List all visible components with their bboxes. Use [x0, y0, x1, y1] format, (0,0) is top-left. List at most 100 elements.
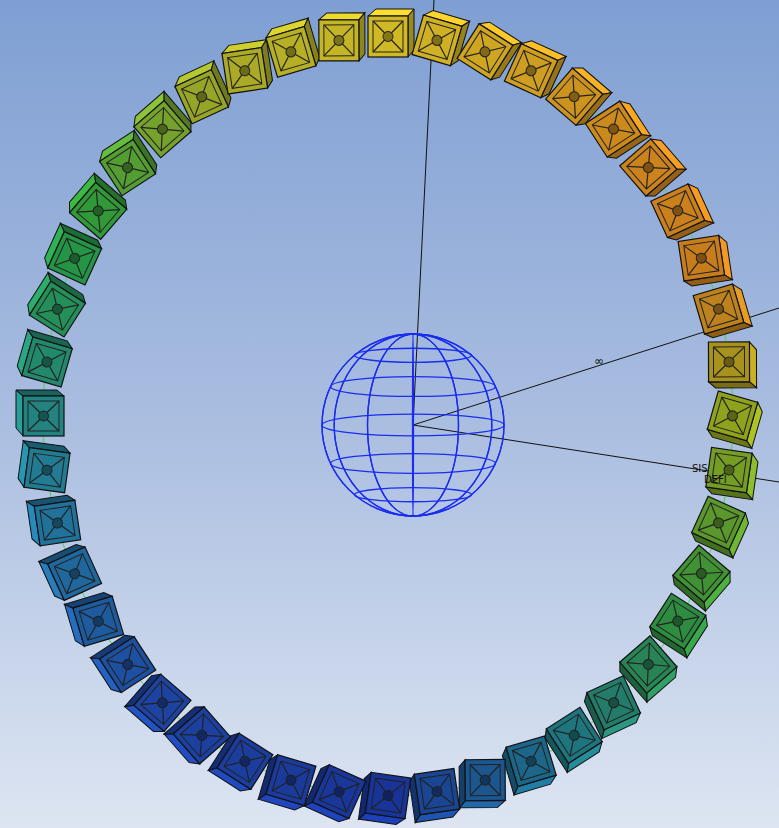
cube-panel — [319, 771, 359, 812]
cube-hub — [41, 465, 52, 476]
cube-panel — [36, 288, 78, 330]
cube-panel — [77, 189, 120, 232]
cube-face — [620, 139, 677, 196]
cube-face — [266, 27, 316, 78]
sphere-meridian — [334, 334, 492, 516]
cube-face — [465, 759, 505, 800]
sphere-meridian — [334, 334, 492, 516]
cube-cross — [79, 602, 117, 640]
cube — [500, 736, 558, 795]
sphere-meridian — [368, 334, 459, 516]
cube-face — [693, 284, 744, 334]
cube-face — [673, 545, 730, 602]
cube-cross — [54, 238, 95, 278]
wireframe-sphere — [322, 334, 504, 516]
cube-panel — [371, 778, 405, 813]
cube-hub — [91, 204, 105, 218]
cube-hub — [39, 411, 49, 421]
cube-face — [173, 707, 230, 764]
cube-panel — [657, 191, 698, 231]
cube-panel — [592, 108, 634, 150]
cube-face — [707, 391, 757, 441]
cube-face — [100, 140, 156, 196]
ring-link — [43, 36, 733, 796]
cube-face — [587, 676, 641, 730]
cube-panel — [713, 347, 744, 377]
cube-hub — [195, 728, 209, 742]
cube-cross — [182, 76, 222, 117]
cube-panel — [684, 241, 719, 275]
cube-cross — [470, 764, 500, 795]
cube-cross — [272, 761, 310, 799]
cube-side — [359, 13, 365, 61]
cube-hub — [671, 204, 684, 217]
cube-cross — [107, 146, 149, 188]
cube-cross — [54, 554, 95, 594]
cube-panel — [182, 76, 222, 117]
cube-hub — [607, 122, 621, 136]
cube-hub — [121, 161, 135, 175]
cube-hub — [68, 252, 81, 265]
cube-hub — [567, 728, 581, 742]
cube-hub — [431, 34, 443, 46]
cube-face — [34, 500, 80, 546]
cube-hub — [671, 614, 685, 628]
cube-cross — [713, 347, 744, 377]
cube-cross — [77, 189, 120, 232]
cube-cross — [657, 191, 698, 231]
cube-panel — [28, 401, 59, 431]
cube-face — [70, 182, 127, 239]
cube-top — [319, 13, 365, 20]
cube-cross — [40, 506, 75, 540]
cube-cross — [224, 740, 266, 782]
cube-hub — [51, 302, 65, 316]
cube-panel — [228, 53, 262, 88]
cube-top — [368, 9, 414, 16]
cube-cross — [272, 33, 310, 71]
cube-hub — [431, 786, 442, 797]
cube-panel — [272, 33, 310, 71]
cube-hub — [41, 356, 53, 368]
cube-panel — [180, 714, 223, 757]
cube-cross — [324, 25, 354, 56]
cube-panel — [40, 506, 75, 540]
cube-face — [134, 101, 191, 158]
cube — [264, 18, 322, 77]
cube-ring — [15, 8, 764, 825]
cube-hub — [567, 90, 581, 104]
cube — [693, 282, 752, 340]
cube-side — [709, 382, 757, 388]
cube-hub — [285, 774, 297, 786]
cube-hub — [238, 754, 252, 768]
cube-panel — [30, 453, 65, 487]
cube-hub — [696, 252, 707, 263]
cube-panel — [713, 397, 751, 434]
cube-face — [312, 765, 365, 819]
cube-hub — [607, 696, 620, 709]
cube-face — [414, 768, 459, 814]
cube-cross — [373, 21, 403, 52]
cube-cross — [699, 290, 737, 328]
cube-panel — [224, 740, 266, 782]
cube-hub — [52, 517, 63, 528]
cube-face — [266, 755, 316, 806]
axis-label: SIS — [692, 463, 708, 474]
cube-cross — [511, 50, 551, 91]
cube-hub — [121, 658, 135, 672]
cube — [708, 342, 756, 388]
cube-panel — [54, 238, 95, 278]
cube-side — [459, 760, 465, 808]
cube-face — [585, 101, 641, 157]
cube-face — [706, 447, 752, 492]
cube-panel — [464, 31, 506, 73]
cube-panel — [79, 602, 117, 640]
cube-cross — [371, 778, 405, 813]
cube-cross — [107, 644, 149, 686]
cube-panel — [627, 146, 670, 189]
cube-cross — [420, 774, 454, 809]
cube-panel — [28, 343, 66, 380]
cube-cross — [141, 681, 184, 724]
cube-hub — [239, 65, 250, 76]
sphere-outline — [322, 334, 504, 516]
